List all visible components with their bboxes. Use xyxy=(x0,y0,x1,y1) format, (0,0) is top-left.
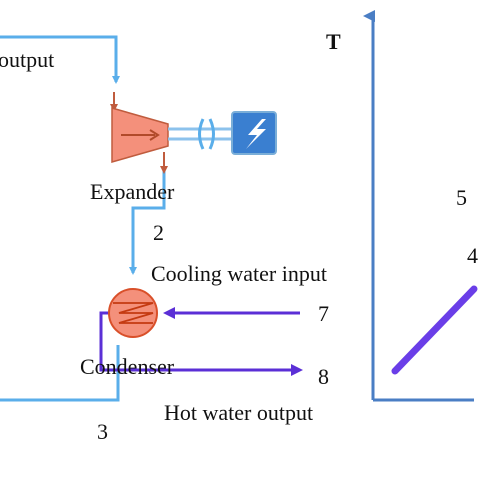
expander-label: Expander xyxy=(90,179,175,204)
expander-turbine-icon xyxy=(111,107,169,163)
state-point-3: 3 xyxy=(97,419,108,444)
vapor-inlet-pipe xyxy=(0,35,120,84)
condensate-return-pipe xyxy=(0,345,120,402)
condenser-label: Condenser xyxy=(80,354,175,379)
cooling-water-input-label: Cooling water input xyxy=(151,261,327,286)
hot-water-output-label: Hot water output xyxy=(164,400,314,425)
t-axis-label: T xyxy=(326,29,341,54)
state-point-7: 7 xyxy=(318,301,329,326)
state-point-2: 2 xyxy=(153,220,164,245)
ts-process-line xyxy=(391,285,478,375)
state-point-4: 4 xyxy=(467,243,478,268)
generator-lightning-icon xyxy=(231,111,277,155)
state-point-8: 8 xyxy=(318,364,329,389)
condenser-heat-exchanger-icon xyxy=(108,288,158,338)
output-label: output xyxy=(0,47,55,72)
expander-outlet-pipe xyxy=(129,169,166,275)
state-point-5: 5 xyxy=(456,185,467,210)
shaft-coupling xyxy=(168,118,232,150)
